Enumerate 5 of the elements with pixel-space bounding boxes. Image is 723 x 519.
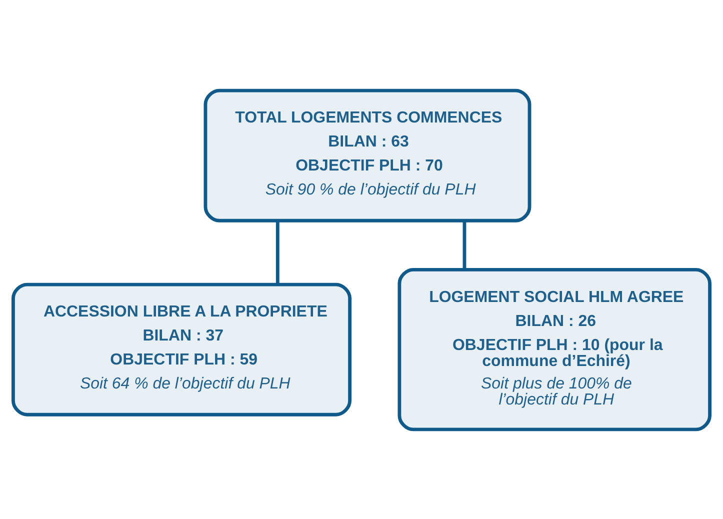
node-box: TOTAL LOGEMENTS COMMENCES BILAN : 63 OBJECTIF PLH : 70 Soit 90 % de l’objectif du PLH	[204, 88, 532, 222]
connector	[276, 220, 280, 284]
connector	[462, 220, 466, 269]
node-box: LOGEMENT SOCIAL HLM AGREE BILAN : 26 OBJECTIF PLH : 10 (pour la commune d’Echiré) Soit plus de 100% de l’objectif du PLH	[398, 267, 712, 431]
node-box: ACCESSION LIBRE A LA PROPRIETE BILAN : 37 OBJECTIF PLH : 59 Soit 64 % de l’objectif du PLH	[12, 282, 352, 416]
